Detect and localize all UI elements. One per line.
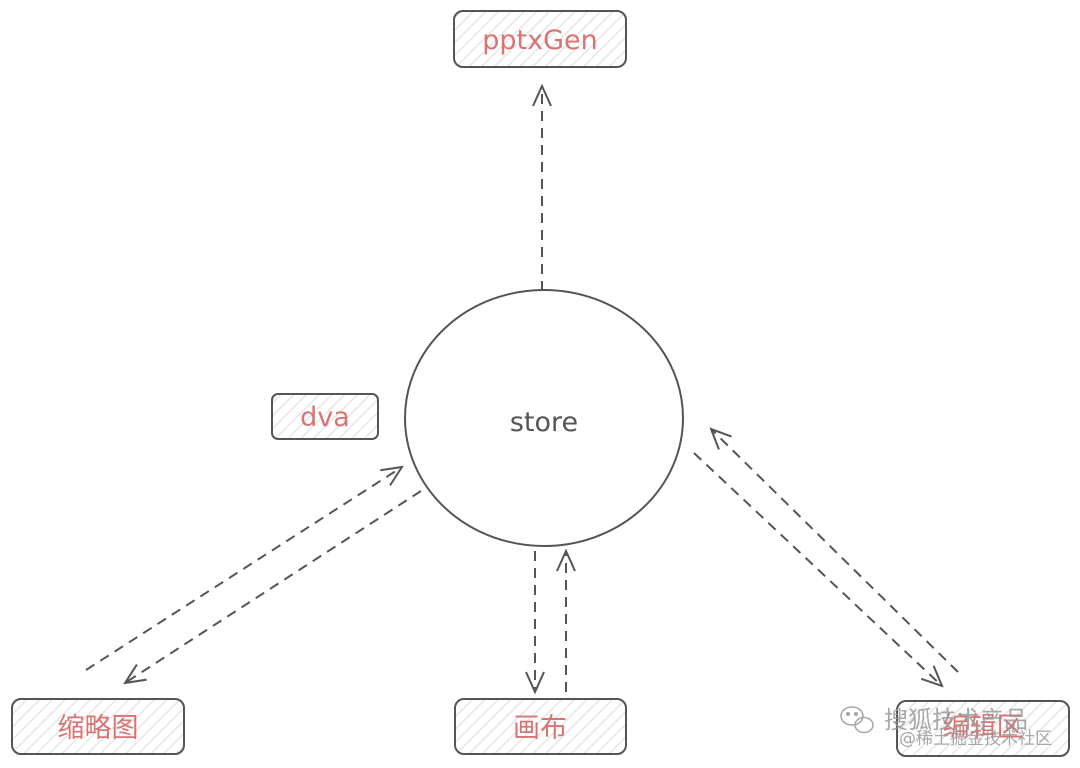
arrow-store-to-editor <box>693 452 942 686</box>
thumbnail-label: 缩略图 <box>58 713 139 744</box>
pptxgen-label: pptxGen <box>482 25 598 56</box>
canvas-node: 画布 <box>454 698 627 755</box>
editor-label: 编辑区 <box>943 712 1024 743</box>
store-node: store <box>404 289 684 547</box>
arrow-editor-to-store <box>711 429 959 673</box>
arrow-thumbnail-to-store <box>85 467 402 671</box>
canvas-label: 画布 <box>513 713 567 744</box>
watermark: 搜狐技术产品 @稀土掘金技术社区 <box>840 706 1052 749</box>
watermark-line2: @稀土掘金技术社区 <box>899 729 1052 749</box>
arrow-store-to-thumbnail <box>125 490 422 683</box>
thumbnail-node: 缩略图 <box>11 698 185 755</box>
dva-label: dva <box>300 402 350 433</box>
editor-node: 编辑区 <box>896 700 1070 757</box>
pptxgen-node: pptxGen <box>453 10 627 68</box>
wechat-icon <box>840 706 874 734</box>
watermark-line1: 搜狐技术产品 <box>884 706 1028 734</box>
dva-node: dva <box>271 393 379 440</box>
store-label: store <box>510 407 578 438</box>
